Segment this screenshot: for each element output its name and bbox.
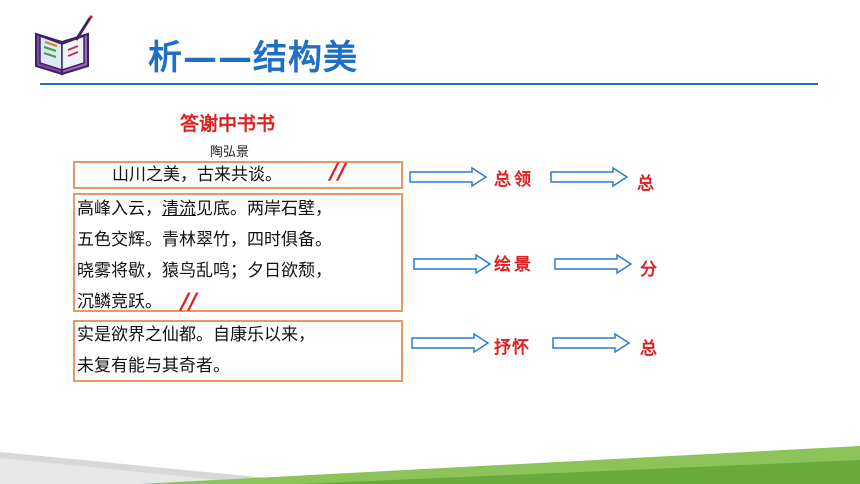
page-title: 析——结构美	[148, 38, 358, 78]
section-2-line-4: 沉鳞竞跃。	[77, 292, 162, 312]
structure-label-1: 总领	[494, 170, 534, 190]
arrow-icon	[411, 333, 489, 353]
structure-label-2: 绘景	[494, 255, 534, 275]
section-1-text: 山川之美，古来共谈。	[112, 161, 282, 189]
section-2-box	[73, 193, 403, 312]
structure-summary-3: 总	[640, 339, 657, 359]
structure-summary-2: 分	[640, 260, 657, 280]
footer-decoration	[0, 446, 860, 484]
poem-title: 答谢中书书	[180, 113, 276, 135]
division-mark-1: //	[330, 160, 347, 185]
section-2-line-1: 高峰入云，清流见底。两岸石壁，	[77, 199, 332, 219]
book-logo-icon	[32, 14, 94, 78]
arrow-icon	[413, 254, 491, 274]
section-2-text: 高峰入云，清流见底。两岸石壁， 五色交辉。青林翠竹，四时俱备。 晓雾将歇，猿鸟乱…	[77, 194, 399, 318]
title-divider	[40, 83, 818, 85]
structure-label-3: 抒怀	[494, 338, 530, 358]
division-mark-2: //	[181, 290, 198, 315]
section-2-line-2: 五色交辉。青林翠竹，四时俱备。	[77, 230, 332, 250]
arrow-icon	[409, 167, 487, 187]
arrow-icon	[550, 167, 628, 187]
section-3-box	[73, 320, 403, 382]
arrow-icon	[554, 254, 632, 274]
section-3-line-1: 实是欲界之仙都。自康乐以来，	[77, 325, 315, 345]
section-3-text: 实是欲界之仙都。自康乐以来， 未复有能与其奇者。	[77, 320, 399, 382]
section-3-line-2: 未复有能与其奇者。	[77, 356, 230, 376]
underlined-word: 清流	[162, 199, 196, 219]
arrow-icon	[552, 333, 630, 353]
section-1-sentence: 山川之美，古来共谈。	[112, 165, 282, 185]
structure-summary-1: 总	[637, 174, 654, 194]
section-2-line-3: 晓雾将歇，猿鸟乱鸣；夕日欲颓，	[77, 261, 332, 281]
section-1-box	[73, 161, 403, 189]
poem-author: 陶弘景	[210, 145, 250, 160]
